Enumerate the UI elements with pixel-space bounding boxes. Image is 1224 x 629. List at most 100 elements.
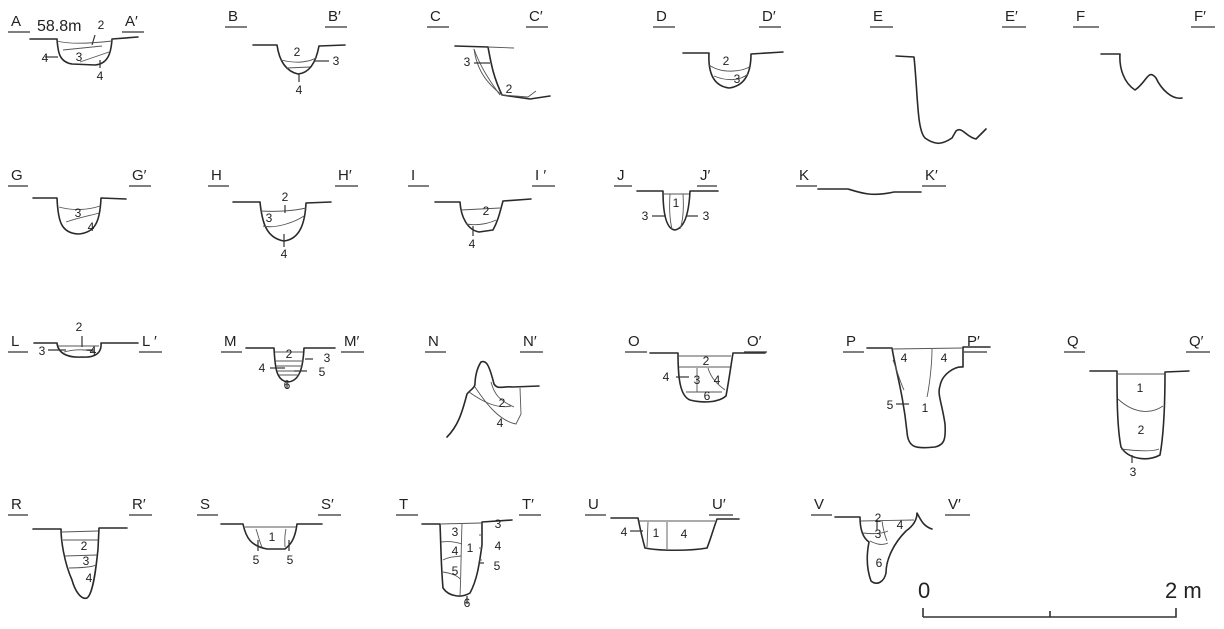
layer-boundary bbox=[439, 522, 482, 525]
layer-boundary bbox=[869, 540, 889, 545]
layer-number: 4 bbox=[714, 373, 721, 387]
pit-profile bbox=[817, 188, 922, 196]
section-label-end: M′ bbox=[344, 333, 359, 350]
section-label-start: G bbox=[11, 167, 23, 184]
layer-boundary bbox=[442, 555, 462, 561]
scale-start-label: 0 bbox=[918, 578, 930, 603]
layer-boundary bbox=[926, 348, 933, 398]
pit-profile bbox=[33, 342, 139, 358]
section-label-end: R′ bbox=[132, 496, 146, 513]
layer-number: 4 bbox=[681, 527, 688, 541]
section-label-end: K′ bbox=[925, 167, 938, 184]
pit-profile bbox=[610, 517, 740, 552]
section-label-end: L ′ bbox=[142, 333, 157, 350]
section-label-end: C′ bbox=[529, 8, 543, 25]
layer-number: 4 bbox=[86, 571, 93, 585]
layer-number: 2 bbox=[282, 190, 289, 204]
layer-boundary bbox=[58, 205, 101, 210]
layer-number: 3 bbox=[464, 55, 471, 69]
section-label-start: T bbox=[399, 496, 408, 513]
pit-profile bbox=[1100, 53, 1183, 99]
layer-number: 4 bbox=[621, 525, 628, 539]
layer-number: 3 bbox=[694, 373, 701, 387]
layer-boundary bbox=[459, 523, 463, 596]
layer-boundary bbox=[473, 48, 537, 98]
layer-number: 3 bbox=[734, 72, 741, 86]
section-label-end: N′ bbox=[523, 333, 537, 350]
layer-number: 2 bbox=[875, 511, 882, 525]
layer-boundary bbox=[460, 207, 501, 211]
pit-profile bbox=[252, 44, 346, 75]
pit-profile bbox=[682, 51, 784, 89]
section-label-end: J′ bbox=[700, 167, 711, 184]
layer-number: 3 bbox=[76, 50, 83, 64]
layer-number: 4 bbox=[88, 220, 95, 234]
pit-profile bbox=[245, 347, 336, 383]
section-label-start: S bbox=[200, 496, 210, 513]
pit-profile bbox=[866, 346, 991, 449]
layer-boundary bbox=[56, 40, 113, 44]
layer-boundary bbox=[286, 66, 311, 69]
layer-number: 3 bbox=[324, 351, 331, 365]
layer-boundary bbox=[79, 51, 110, 63]
layer-boundary bbox=[62, 45, 103, 51]
layer-number: 3 bbox=[83, 554, 90, 568]
layer-number: 1 bbox=[467, 541, 474, 555]
pit-profile bbox=[232, 201, 332, 242]
layer-number: 6 bbox=[464, 596, 471, 610]
layer-number: 6 bbox=[876, 556, 883, 570]
layer-boundary bbox=[707, 367, 726, 391]
layer-boundary bbox=[679, 193, 684, 230]
layer-number: 4 bbox=[452, 544, 459, 558]
layer-boundary bbox=[473, 48, 501, 96]
layer-number: 3 bbox=[1130, 465, 1137, 479]
layer-boundary bbox=[490, 381, 515, 408]
layer-number: 5 bbox=[494, 559, 501, 573]
layer-number: 1 bbox=[673, 196, 680, 210]
layer-number: 3 bbox=[703, 209, 710, 223]
layer-boundary bbox=[61, 530, 99, 533]
layer-number: 2 bbox=[499, 396, 506, 410]
pit-profile bbox=[649, 352, 766, 403]
layer-number: 3 bbox=[333, 54, 340, 68]
section-label-start: C bbox=[430, 8, 441, 25]
section-label-end: T′ bbox=[522, 496, 534, 513]
layer-boundary bbox=[64, 554, 98, 557]
layer-number: 1 bbox=[1137, 381, 1144, 395]
layer-number: 5 bbox=[452, 564, 459, 578]
layer-number: 3 bbox=[642, 209, 649, 223]
section-label-end: Q′ bbox=[1189, 333, 1204, 350]
pit-profile bbox=[29, 36, 139, 66]
section-label-start: F bbox=[1076, 8, 1085, 25]
section-label-start: E bbox=[873, 8, 883, 25]
pit-profile bbox=[421, 519, 513, 597]
layer-boundary bbox=[262, 215, 305, 228]
layer-number: 4 bbox=[901, 351, 908, 365]
pit-profile bbox=[32, 197, 127, 235]
layer-boundary bbox=[646, 521, 649, 548]
section-label-end: A′ bbox=[125, 13, 138, 30]
elevation-label: 58.8m bbox=[37, 18, 81, 35]
scale-bar-line bbox=[922, 608, 1177, 618]
pit-profile bbox=[636, 190, 719, 231]
layer-boundary bbox=[669, 193, 673, 230]
section-label-end: B′ bbox=[328, 8, 341, 25]
pit-profile bbox=[32, 527, 128, 600]
section-label-end: H′ bbox=[338, 167, 352, 184]
layer-number: 3 bbox=[266, 211, 273, 225]
pit-profile bbox=[434, 198, 532, 233]
section-label-start: D bbox=[656, 8, 667, 25]
section-label-start: H bbox=[211, 167, 222, 184]
layer-number: 4 bbox=[663, 370, 670, 384]
layer-number: 4 bbox=[897, 518, 904, 532]
layer-number: 1 bbox=[922, 401, 929, 415]
